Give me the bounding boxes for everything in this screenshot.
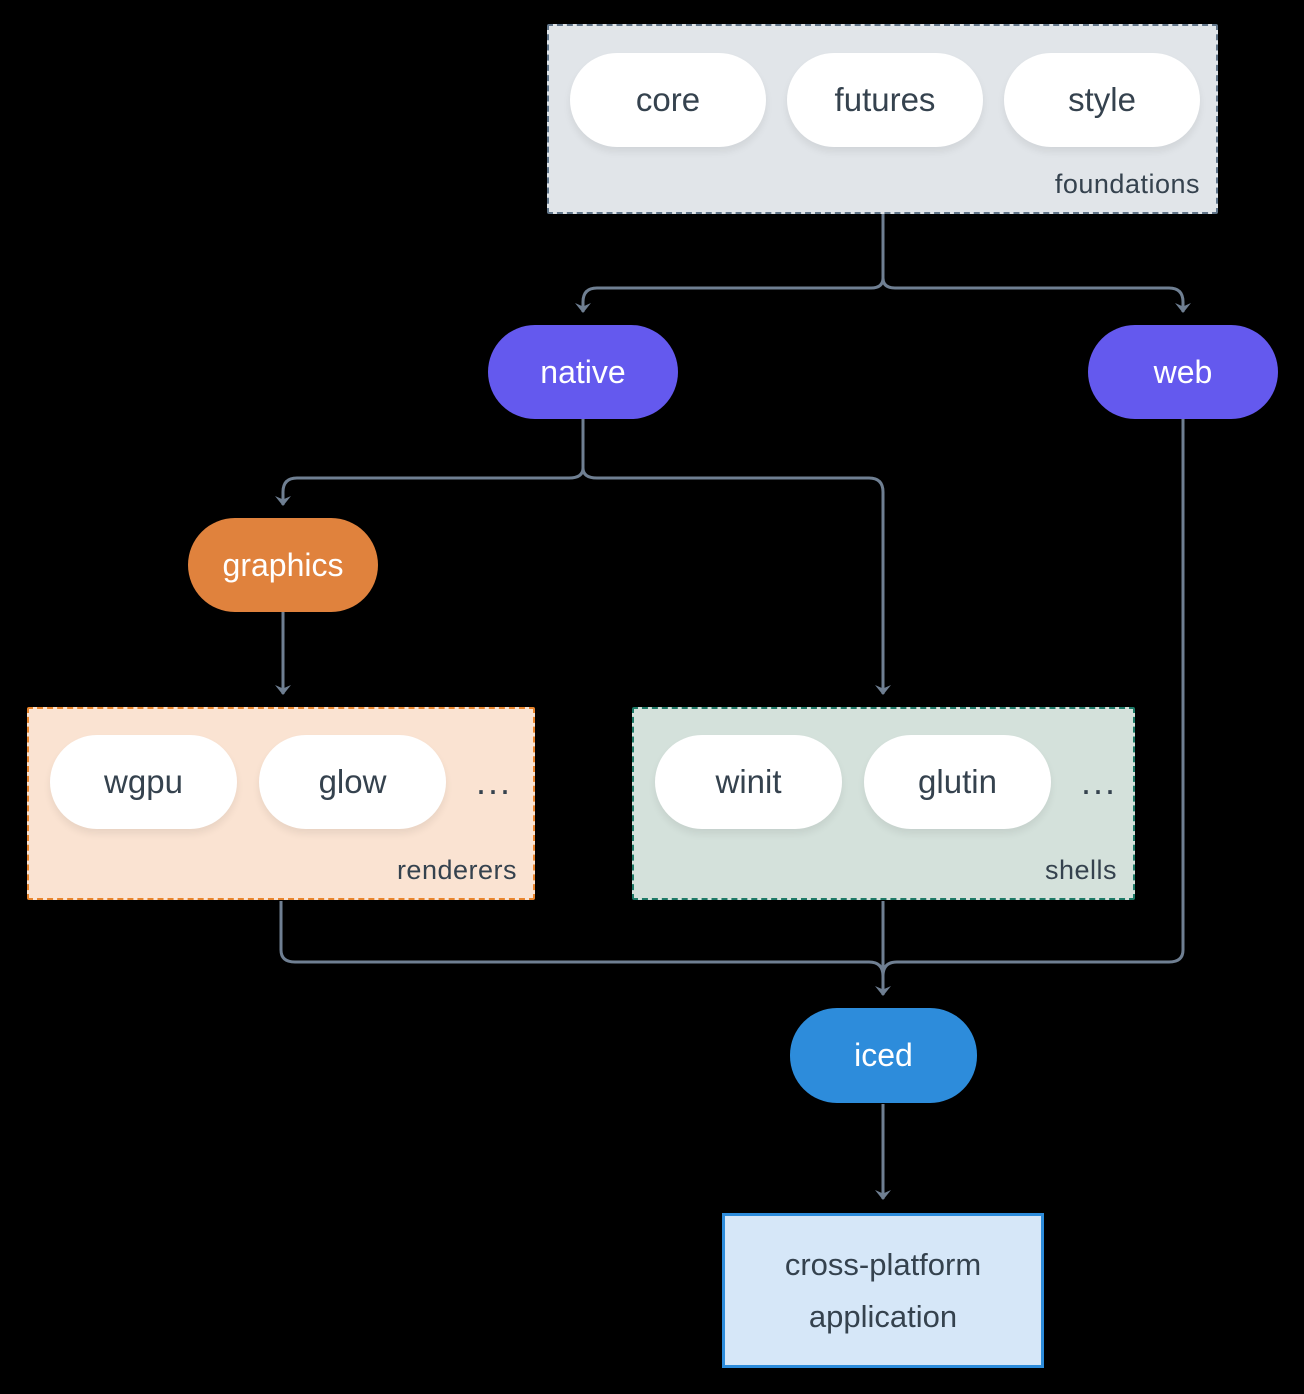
shells-ellipsis: ... xyxy=(1081,761,1118,802)
pill-glow: glow xyxy=(259,735,446,829)
pill-style: style xyxy=(1004,53,1200,147)
cross-platform-application-box: cross-platform application xyxy=(722,1213,1044,1368)
edge-native-graphics xyxy=(275,419,585,506)
pill-glutin: glutin xyxy=(864,735,1051,829)
node-native: native xyxy=(488,325,678,419)
pill-winit: winit xyxy=(655,735,842,829)
edge-web-iced xyxy=(881,419,1185,977)
pill-core: core xyxy=(570,53,766,147)
application-label-line1: cross-platform xyxy=(784,1247,982,1283)
edge-foundations-web xyxy=(881,214,1191,313)
node-graphics: graphics xyxy=(188,518,378,612)
renderers-ellipsis: ... xyxy=(476,761,513,802)
renderers-label: renderers xyxy=(396,855,517,885)
node-iced: iced xyxy=(790,1008,977,1103)
edge-foundations-native xyxy=(575,214,885,313)
application-label-line2: application xyxy=(808,1298,958,1334)
pill-wgpu: wgpu xyxy=(50,735,237,829)
foundations-group: core futures style foundations xyxy=(547,24,1218,214)
node-web: web xyxy=(1088,325,1278,419)
foundations-label: foundations xyxy=(1054,169,1200,199)
pill-futures: futures xyxy=(787,53,983,147)
shells-group: winit glutin ... shells xyxy=(632,707,1135,900)
shells-label: shells xyxy=(1044,855,1117,885)
renderers-group: wgpu glow ... renderers xyxy=(27,707,535,900)
edge-renderers-iced xyxy=(279,901,885,977)
edge-native-shells xyxy=(581,419,891,695)
